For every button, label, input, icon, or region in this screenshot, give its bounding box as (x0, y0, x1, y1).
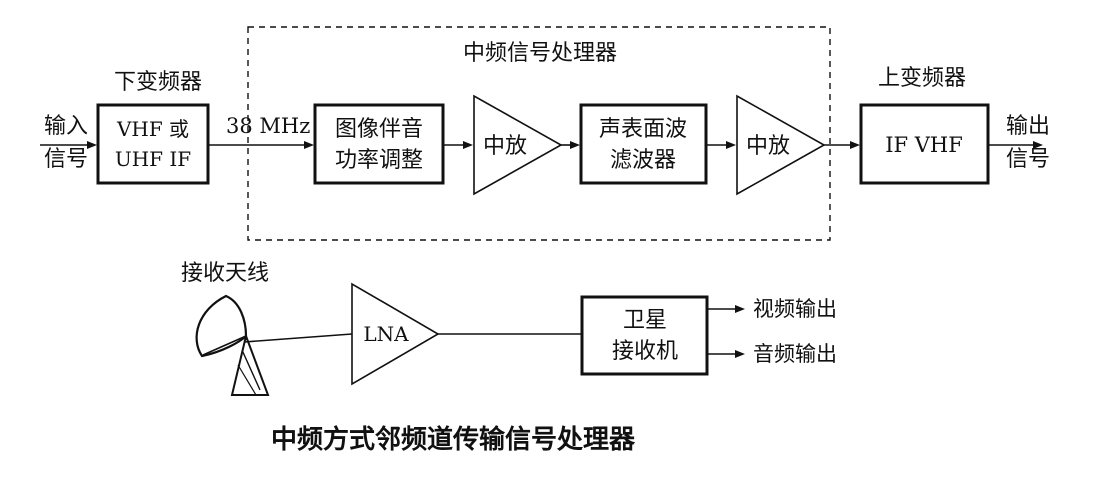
if-amp1-label: 中放 (483, 134, 527, 159)
input-signal-label-line2: 信号 (44, 147, 88, 172)
if-amp1-triangle (473, 94, 563, 196)
output-signal-label-line2: 信号 (1006, 147, 1050, 172)
down-converter-label-line2: UHF IF (115, 147, 191, 171)
if-processor-enclosure (247, 26, 831, 241)
satellite-dish-icon (195, 294, 270, 396)
down-converter-label-line1: VHF 或 (116, 117, 189, 141)
up-converter-label: IF VHF (885, 133, 963, 157)
if-processor-title: 中频信号处理器 (463, 41, 617, 66)
if-amp2-label: 中放 (746, 134, 790, 159)
power-adjust-label-line2: 功率调整 (335, 148, 423, 173)
satellite-receiver-label-line1: 卫星 (623, 308, 667, 333)
wire-to-saw-filter-arrowhead (570, 141, 580, 149)
video-output-arrowhead (735, 305, 745, 313)
output-signal-label-line1: 输出 (1006, 114, 1050, 139)
frequency-label: 38 MHz (226, 114, 310, 138)
up-converter-box (859, 103, 990, 185)
lna-label: LNA (363, 322, 409, 346)
saw-filter-label-line1: 声表面波 (599, 117, 687, 142)
audio-output-label: 音频输出 (753, 342, 837, 366)
lna-triangle (351, 282, 440, 386)
satellite-receiver-box (580, 295, 709, 376)
figure-caption: 中频方式邻频道传输信号处理器 (271, 424, 636, 455)
saw-filter-box (579, 103, 708, 185)
output-arrowhead (1033, 141, 1043, 149)
antenna-label: 接收天线 (181, 261, 269, 286)
audio-output-arrowhead (735, 350, 745, 358)
wire-to-up-converter-arrowhead (850, 141, 860, 149)
wire-38mhz-arrowhead (304, 141, 314, 149)
wire-to-if-amp2-arrowhead (726, 141, 736, 149)
if-amp2-triangle (736, 94, 826, 196)
video-output-label: 视频输出 (753, 297, 837, 321)
input-arrowhead (87, 141, 97, 149)
input-signal-label-line1: 输入 (44, 114, 88, 139)
power-adjust-label-line1: 图像伴音 (335, 117, 423, 142)
wire-dish-to-lna (243, 333, 353, 343)
power-adjust-box (313, 103, 445, 185)
up-converter-title: 上变频器 (878, 66, 966, 91)
wire-to-if-amp1-arrowhead (463, 141, 473, 149)
down-converter-title: 下变频器 (114, 70, 202, 95)
down-converter-box (96, 103, 210, 185)
saw-filter-label-line2: 滤波器 (610, 148, 676, 173)
satellite-receiver-label-line2: 接收机 (612, 339, 678, 364)
